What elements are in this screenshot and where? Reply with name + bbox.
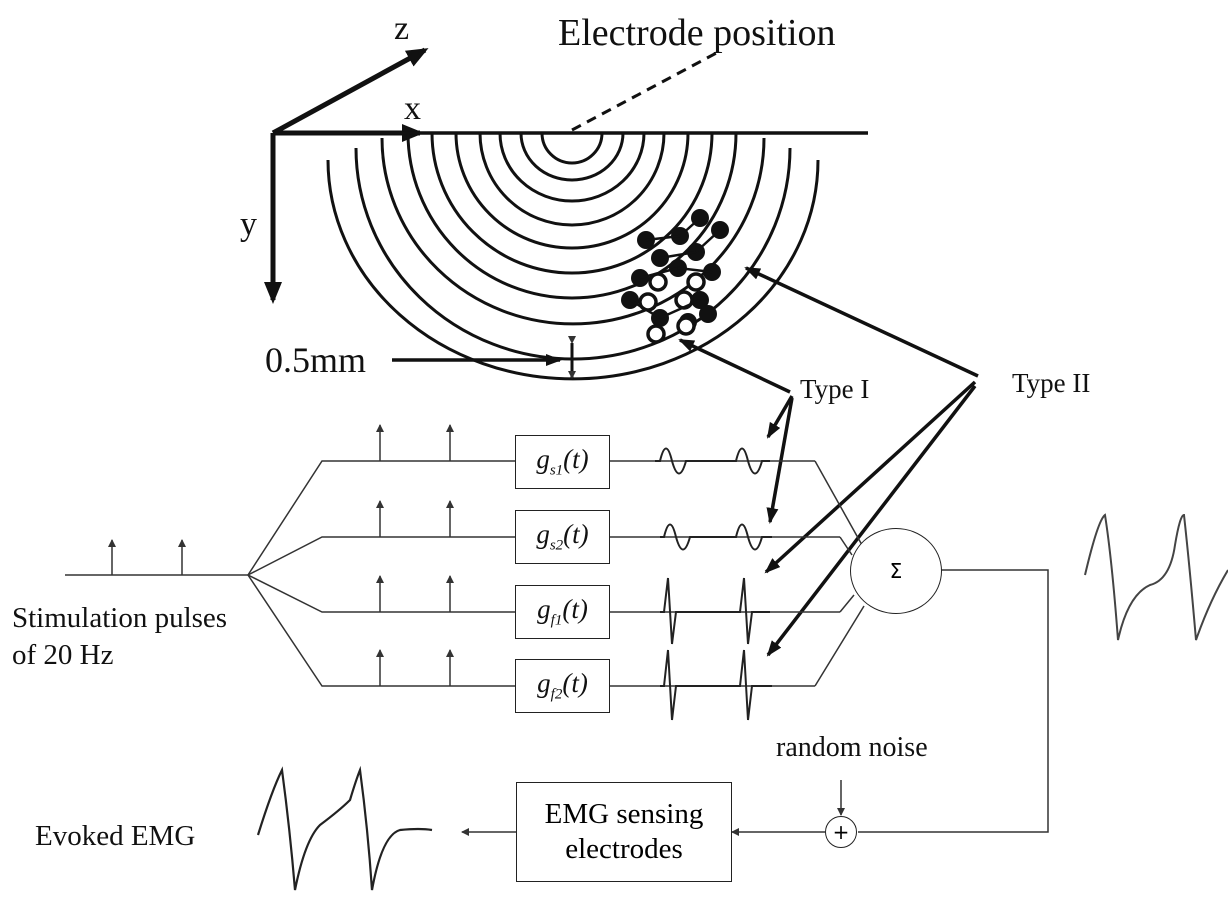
type-I-label: Type I [800, 374, 870, 404]
z-axis-arrow [271, 47, 429, 136]
muscle-layers [326, 132, 820, 381]
slow-waveform-1 [655, 447, 770, 475]
summed-emg-waveform [1084, 513, 1228, 641]
type-II-label: Type II [1012, 368, 1091, 398]
filter-box-f2: gf2(t) [515, 659, 610, 713]
axis-x-label: x [404, 90, 421, 127]
type-II-pointers [744, 266, 979, 657]
axis-arrows [264, 47, 429, 304]
electrode-dashed-line [571, 48, 723, 132]
fast-waveform-1 [660, 577, 770, 645]
filter-box-s1: gs1(t) [515, 435, 610, 489]
noise-adder-node: + [825, 816, 857, 848]
type-I-pointers [678, 338, 794, 524]
filter-box-s2: gs2(t) [515, 510, 610, 564]
evoked-emg-label: Evoked EMG [35, 820, 196, 852]
axis-y-label: y [240, 206, 257, 243]
emg-sensing-electrodes-box: EMG sensing electrodes [516, 782, 732, 882]
stimulation-label-line-2: of 20 Hz [12, 639, 114, 671]
motor-unit-links [629, 217, 721, 320]
motor-units-type-I [638, 272, 706, 344]
electrode-position-label: Electrode position [558, 12, 836, 54]
slow-waveform-2 [660, 523, 772, 551]
stimulation-input-line [65, 539, 248, 576]
branch-pulses [376, 424, 454, 686]
filter-box-f1: gf1(t) [515, 585, 610, 639]
random-noise-label: random noise [776, 732, 928, 763]
summation-node: Σ [850, 528, 942, 614]
fast-waveform-2 [660, 649, 772, 721]
scale-label: 0.5mm [265, 340, 367, 380]
sum-output-line [858, 569, 1049, 833]
emg-box-line-2: electrodes [565, 833, 683, 865]
evoked-emg-waveform [256, 765, 433, 891]
emg-box-line-1: EMG sensing [544, 798, 704, 831]
stimulation-label-line-1: Stimulation pulses [12, 602, 228, 634]
axis-z-label: z [394, 10, 410, 47]
